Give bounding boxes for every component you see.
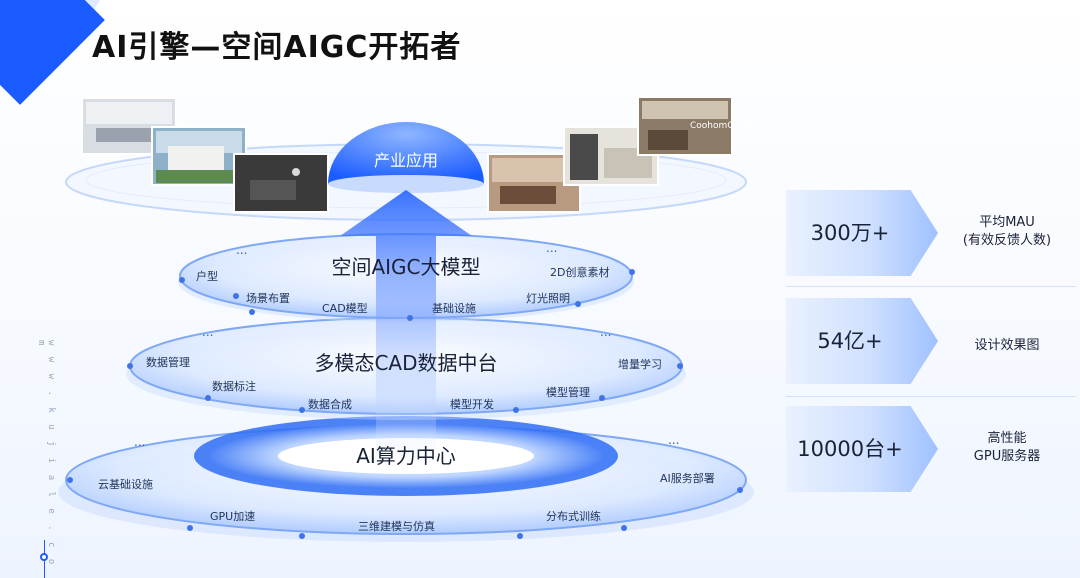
layer2-item-incremental-learning: 增量学习 <box>618 357 662 371</box>
page-title: AI引擎—空间AIGC开拓者 <box>92 30 462 65</box>
layer1-ellipsis-right: ... <box>546 241 557 255</box>
stat-gpu-desc: 高性能 GPU服务器 <box>942 430 1072 466</box>
stat-gpu-arrow: 10000台+ <box>786 406 938 492</box>
stat-gpu-desc-line2: GPU服务器 <box>973 449 1041 464</box>
side-website-url: w w w . k u j i a l e . c o m <box>36 340 56 568</box>
stat-renders-arrow: 54亿+ <box>786 298 938 384</box>
industry-application-dome <box>328 122 484 184</box>
layer1-item-infrastructure: 基础设施 <box>432 302 476 315</box>
side-dot-decoration <box>40 553 48 561</box>
stat-renders-value: 54亿+ <box>817 329 883 353</box>
layer2-ellipsis-left: ... <box>202 325 213 339</box>
layer1-ellipsis-left: ... <box>236 243 247 257</box>
ai-compute-center-title: AI算力中心 <box>356 444 456 468</box>
layer2-item-data-annotation: 数据标注 <box>212 379 256 393</box>
stat-renders-desc-line1: 设计效果图 <box>974 338 1040 353</box>
layer1-item-floorplan: 户型 <box>196 269 218 283</box>
stat-mau-arrow: 300万+ <box>786 190 938 276</box>
coohom-cloud-render-photo: CoohomCloud <box>637 96 753 156</box>
layer3-item-cloud-infrastructure: 云基础设施 <box>98 478 153 491</box>
layer2-item-model-management: 模型管理 <box>546 385 590 399</box>
upward-arrow <box>340 190 472 460</box>
dark-room-render-photo <box>233 153 329 213</box>
stat-renders-desc: 设计效果图 <box>942 337 1072 355</box>
layer3-item-3d-modeling-simulation: 三维建模与仿真 <box>358 519 435 533</box>
layer3-ellipsis-left: ... <box>134 435 145 449</box>
layer3-item-distributed-training: 分布式训练 <box>546 509 601 523</box>
stat-mau-desc-line2: (有效反馈人数) <box>962 233 1052 248</box>
stat-mau-desc: 平均MAU (有效反馈人数) <box>942 214 1072 250</box>
industry-application-label: 产业应用 <box>374 151 438 170</box>
stat-separator-1 <box>786 286 1076 287</box>
layer3-item-ai-service-deployment: AI服务部署 <box>660 471 715 485</box>
layer3-item-gpu-acceleration: GPU加速 <box>210 510 255 523</box>
spatial-aigc-model-title: 空间AIGC大模型 <box>331 255 480 279</box>
villa-render-photo <box>151 126 247 186</box>
stat-gpu-value: 10000台+ <box>797 437 903 461</box>
living-room-render-photo <box>487 153 581 213</box>
stat-mau-desc-line1: 平均MAU <box>979 215 1035 230</box>
layer3-ellipsis-right: ... <box>668 433 679 447</box>
stat-separator-2 <box>786 396 1076 397</box>
coohom-cloud-watermark: CoohomCloud <box>690 121 753 131</box>
layer1-item-cad-model: CAD模型 <box>322 301 368 315</box>
layer2-item-model-development: 模型开发 <box>450 397 494 411</box>
layer2-item-data-synthesis: 数据合成 <box>308 397 352 411</box>
ring-dots <box>67 269 743 539</box>
multimodal-cad-data-title: 多模态CAD数据中台 <box>314 351 497 375</box>
layer1-item-scene-layout: 场景布置 <box>246 291 290 305</box>
layer2-ellipsis-right: ... <box>600 325 611 339</box>
stat-gpu-desc-line1: 高性能 <box>987 431 1027 446</box>
layer1-item-2d-assets: 2D创意素材 <box>550 265 609 279</box>
layer1-item-lighting: 灯光照明 <box>526 291 570 305</box>
layer2-item-data-management: 数据管理 <box>146 355 190 369</box>
stat-mau-value: 300万+ <box>810 221 890 245</box>
